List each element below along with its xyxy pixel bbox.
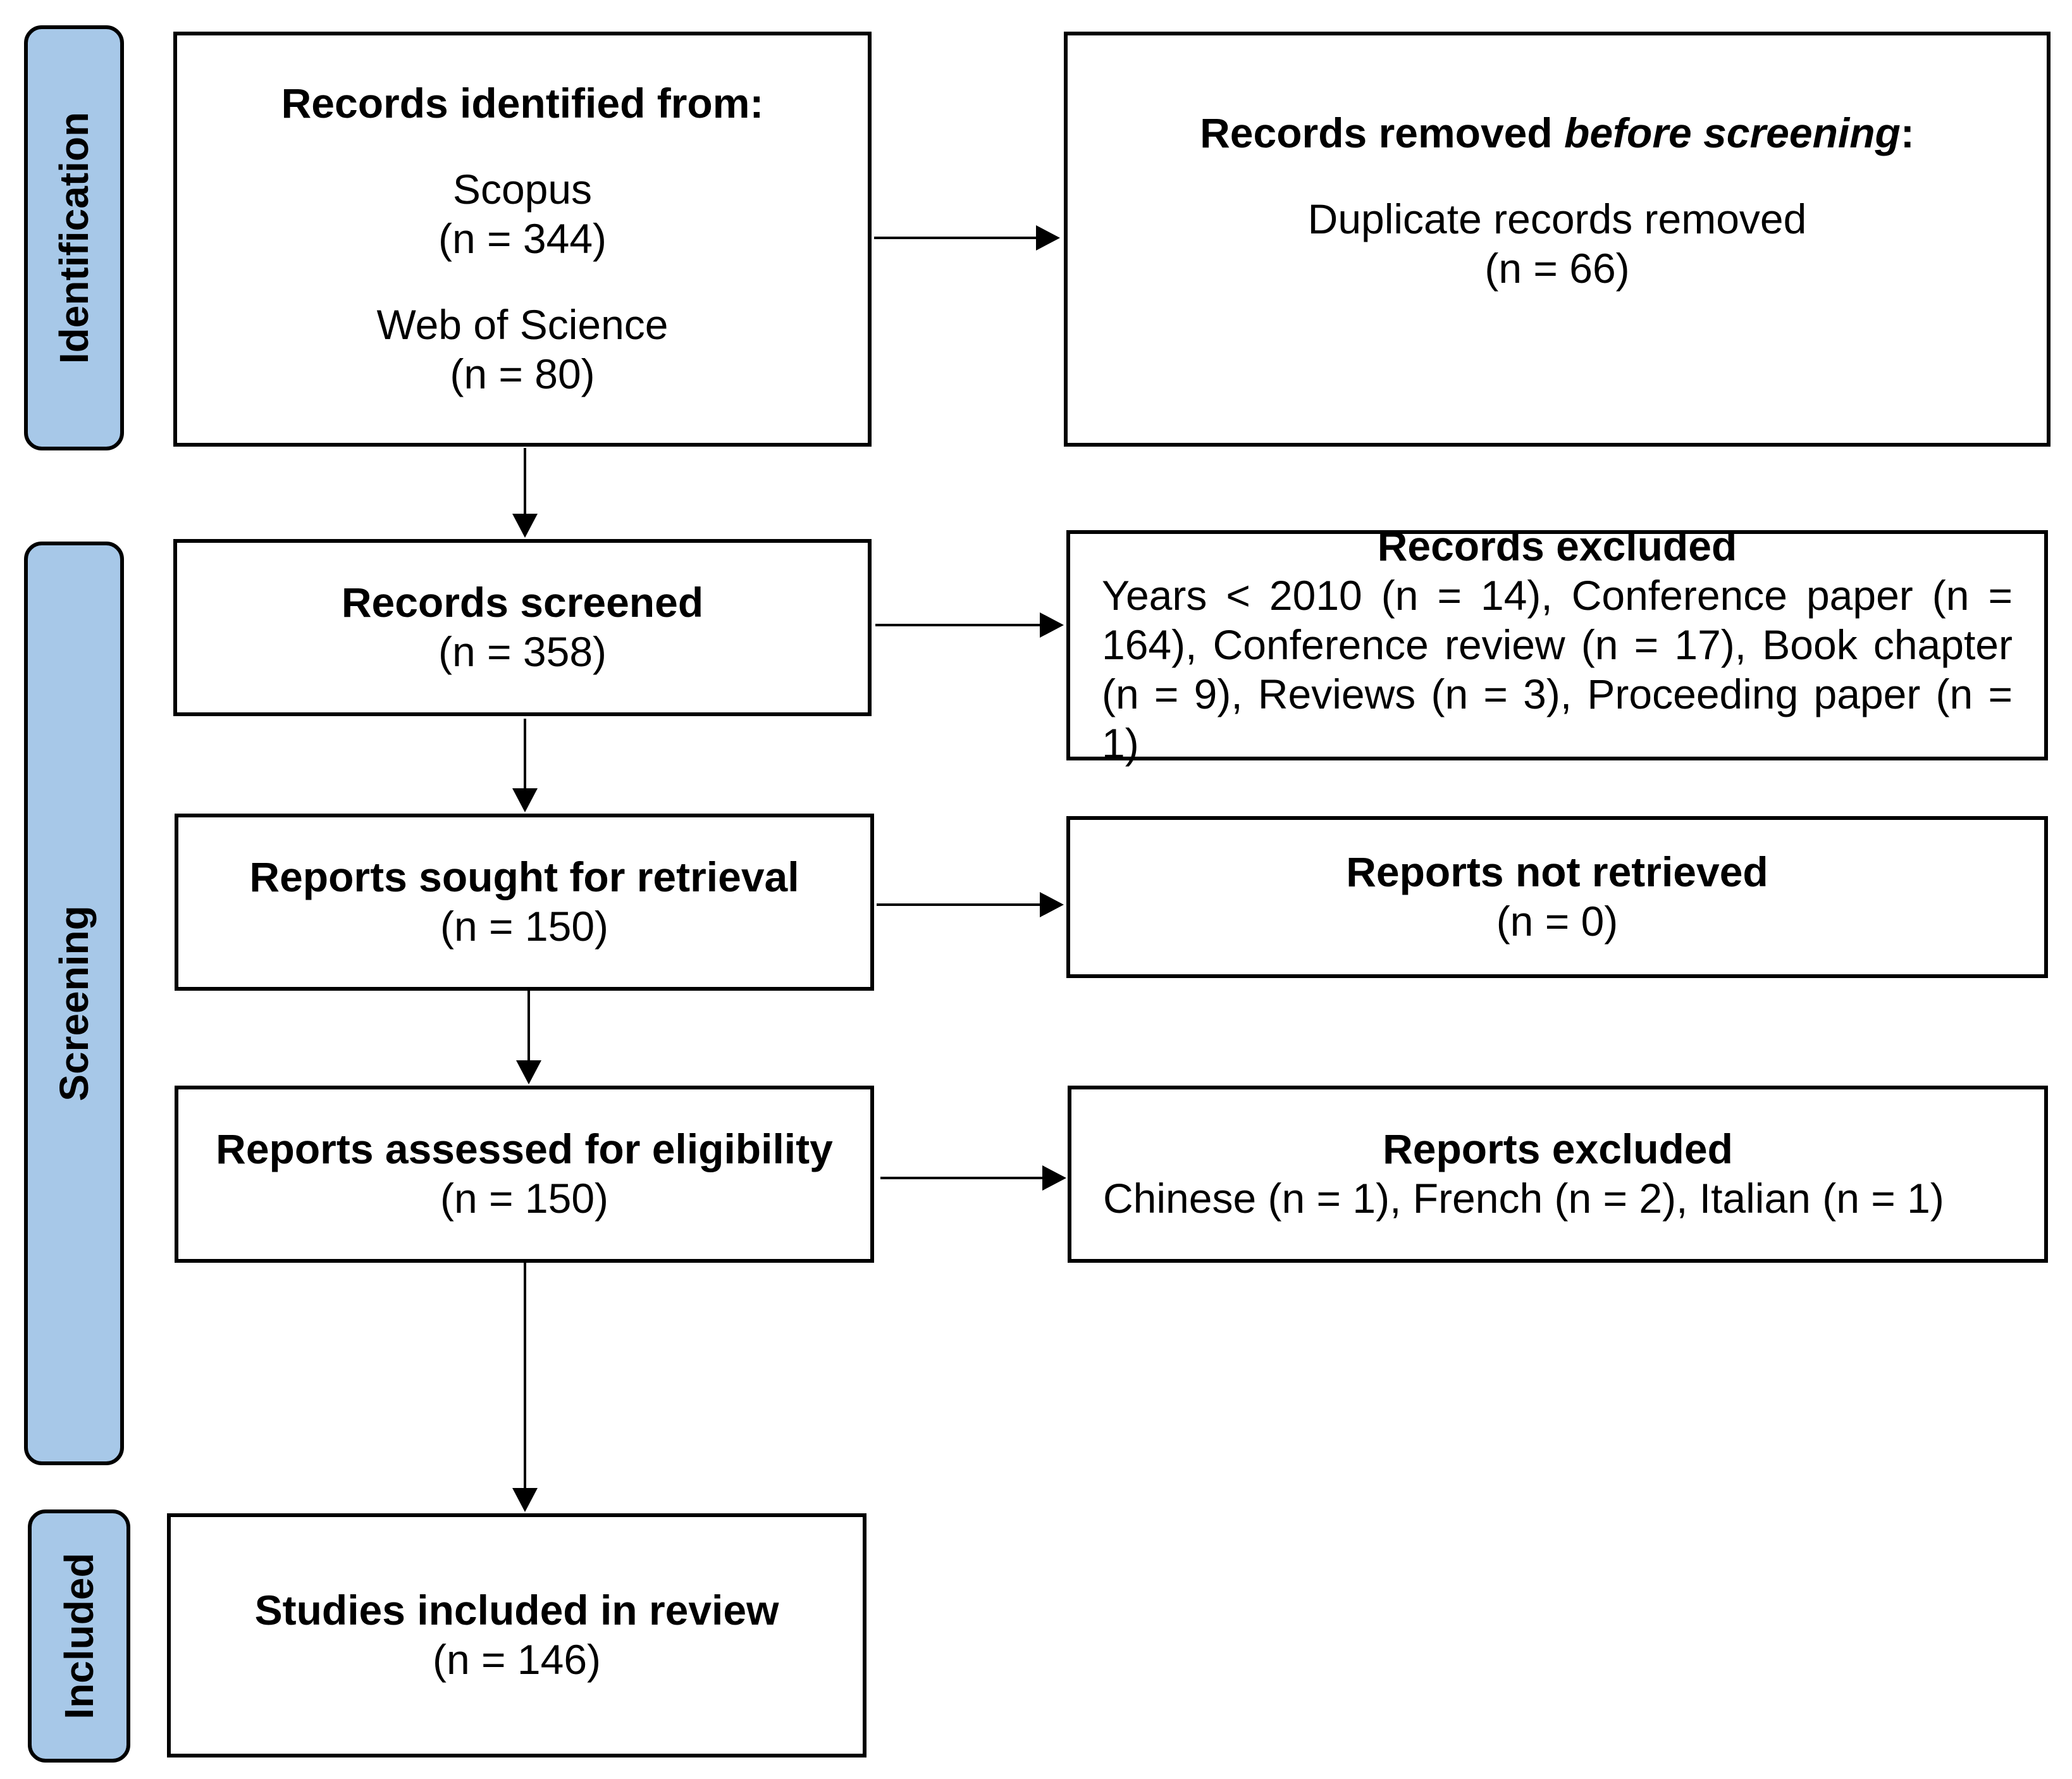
reports-not-retrieved-title: Reports not retrieved (1346, 848, 1768, 896)
studies-included-count: (n = 146) (433, 1636, 601, 1683)
phase-identification: Identification (24, 25, 124, 450)
arrowhead-screened (512, 514, 538, 538)
arrowhead-excluded (1040, 612, 1064, 638)
records-screened-title: Records screened (341, 579, 704, 626)
phase-screening: Screening (24, 542, 124, 1465)
records-identified-box: Records identified from: Scopus (n = 344… (173, 32, 872, 447)
studies-included-title: Studies included in review (254, 1587, 779, 1634)
reports-sought-box: Reports sought for retrieval (n = 150) (175, 814, 874, 991)
reports-sought-count: (n = 150) (440, 903, 608, 950)
records-screened-count: (n = 358) (438, 628, 607, 675)
records-removed-box: Records removed before screening: Duplic… (1064, 32, 2050, 447)
reports-assessed-box: Reports assessed for eligibility (n = 15… (175, 1086, 874, 1263)
reports-excluded-text: Chinese (n = 1), French (n = 2), Italian… (1103, 1175, 1944, 1222)
reports-not-retrieved-box: Reports not retrieved (n = 0) (1066, 816, 2048, 978)
arrowhead-included (512, 1488, 538, 1512)
records-removed-title: Records removed before screening: (1200, 109, 1915, 157)
arrowhead-reports-excluded (1042, 1165, 1066, 1191)
records-excluded-line-3: (n = 9), Reviews (n = 3), Proceeding pap… (1102, 670, 2013, 767)
studies-included-box: Studies included in review (n = 146) (167, 1513, 866, 1757)
records-excluded-title: Records excluded (1377, 523, 1737, 570)
arrowhead-assessed (516, 1060, 541, 1084)
reports-excluded-box: Reports excluded Chinese (n = 1), French… (1068, 1086, 2048, 1263)
reports-assessed-count: (n = 150) (440, 1175, 608, 1222)
records-excluded-line-1: Years < 2010 (n = 14), Conference paper … (1102, 572, 2013, 619)
source-wos-count: (n = 80) (450, 350, 595, 397)
arrowhead-not-retrieved (1040, 892, 1064, 917)
records-excluded-box: Records excluded Years < 2010 (n = 14), … (1066, 523, 2048, 767)
reports-not-retrieved-count: (n = 0) (1496, 898, 1619, 945)
phase-included: Included (28, 1509, 130, 1763)
source-scopus-count: (n = 344) (438, 215, 607, 263)
arrowhead-removed (1036, 225, 1060, 251)
reports-sought-title: Reports sought for retrieval (249, 853, 799, 901)
reports-excluded-title: Reports excluded (1383, 1125, 1733, 1173)
duplicates-removed-count: (n = 66) (1484, 244, 1630, 292)
source-wos-name: Web of Science (376, 301, 669, 348)
records-excluded-line-2: 164), Conference review (n = 17), Book c… (1102, 621, 2013, 669)
source-scopus-name: Scopus (452, 166, 593, 213)
arrowhead-sought (512, 788, 538, 812)
records-screened-box: Records screened (n = 358) (173, 539, 872, 716)
reports-assessed-title: Reports assessed for eligibility (216, 1125, 833, 1173)
records-identified-title: Records identified from: (281, 80, 764, 127)
duplicates-removed-label: Duplicate records removed (1307, 195, 1807, 243)
